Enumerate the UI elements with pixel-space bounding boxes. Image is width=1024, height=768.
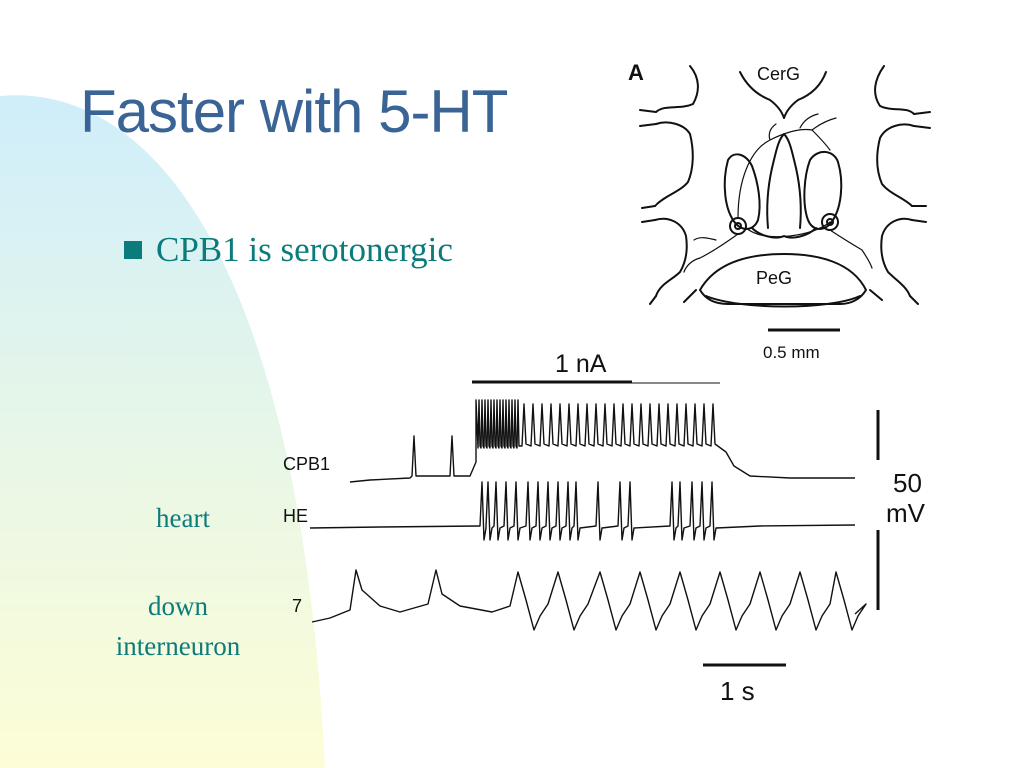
stimulus-label: 1 nA [555,350,607,378]
slide-title: Faster with 5-HT [80,78,508,145]
bullet-item: CPB1 is serotonergic [124,232,453,267]
label-interneuron: interneuron [115,631,241,661]
voltage-scale-value: 50 [893,468,922,498]
mm-scale-label: 0.5 mm [763,343,820,362]
voltage-scale-unit: mV [886,498,926,528]
square-bullet-icon [124,240,142,259]
bullet-text: CPB1 is serotonergic [156,230,453,269]
ganglion-diagram [639,65,931,308]
time-scale-label: 1 s [720,676,755,706]
trace-label-7: 7 [292,596,302,616]
voltage-traces [309,399,867,631]
cerg-label: CerG [757,64,800,84]
trace-7-line [311,569,867,631]
panel-letter: A [628,60,644,85]
peg-label: PeG [756,268,792,288]
label-heart: heart [156,503,210,533]
trace-label-cpb1: CPB1 [283,454,330,474]
trace-label-he: HE [283,506,308,526]
trace-cpb1-line [349,399,855,483]
trace-he-line [309,481,856,541]
label-down: down [148,591,208,621]
